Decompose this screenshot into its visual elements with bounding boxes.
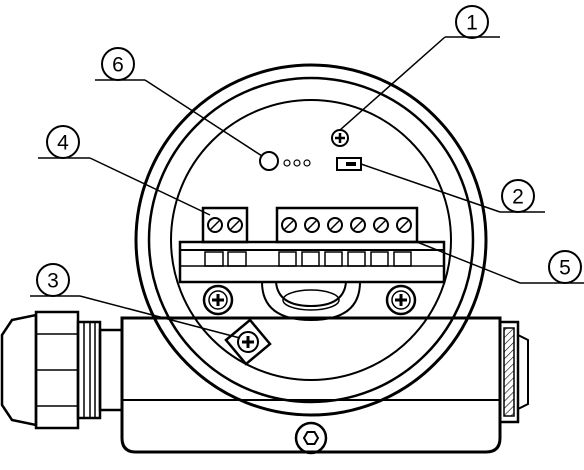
callout-6: 6 (101, 47, 135, 81)
callout-5: 5 (548, 250, 582, 284)
callout-number: 3 (47, 270, 59, 293)
terminal-screw (350, 217, 366, 233)
terminal-screw (373, 217, 389, 233)
led-indicator (259, 151, 311, 171)
callout-4: 4 (46, 125, 80, 159)
callout-number: 1 (466, 12, 478, 35)
callout-number: 5 (559, 257, 571, 280)
bottom-hex-bolt (294, 421, 328, 455)
housing-head (134, 63, 488, 417)
housing-body (120, 316, 502, 454)
board-screw-left (202, 284, 234, 316)
callout-3: 3 (36, 263, 70, 297)
ground-terminal (224, 318, 272, 366)
terminal-screw (281, 217, 297, 233)
terminal-block-6pole (275, 206, 419, 267)
terminal-screw (207, 217, 223, 233)
cable-gland (0, 310, 124, 430)
terminal-screw (304, 217, 320, 233)
adjustment-screw (331, 129, 349, 147)
terminal-screw (227, 217, 243, 233)
terminal-screw (396, 217, 412, 233)
callout-number: 2 (512, 186, 524, 209)
board-screw-right (385, 284, 417, 316)
callout-number: 6 (112, 54, 124, 77)
switch (336, 157, 362, 171)
leader-lines (30, 36, 584, 339)
terminal-screw (327, 217, 343, 233)
side-plug-right (498, 320, 529, 424)
callout-2: 2 (501, 179, 535, 213)
terminal-block-2pole (201, 206, 249, 267)
callout-number: 4 (57, 132, 69, 155)
callout-1: 1 (455, 5, 489, 39)
